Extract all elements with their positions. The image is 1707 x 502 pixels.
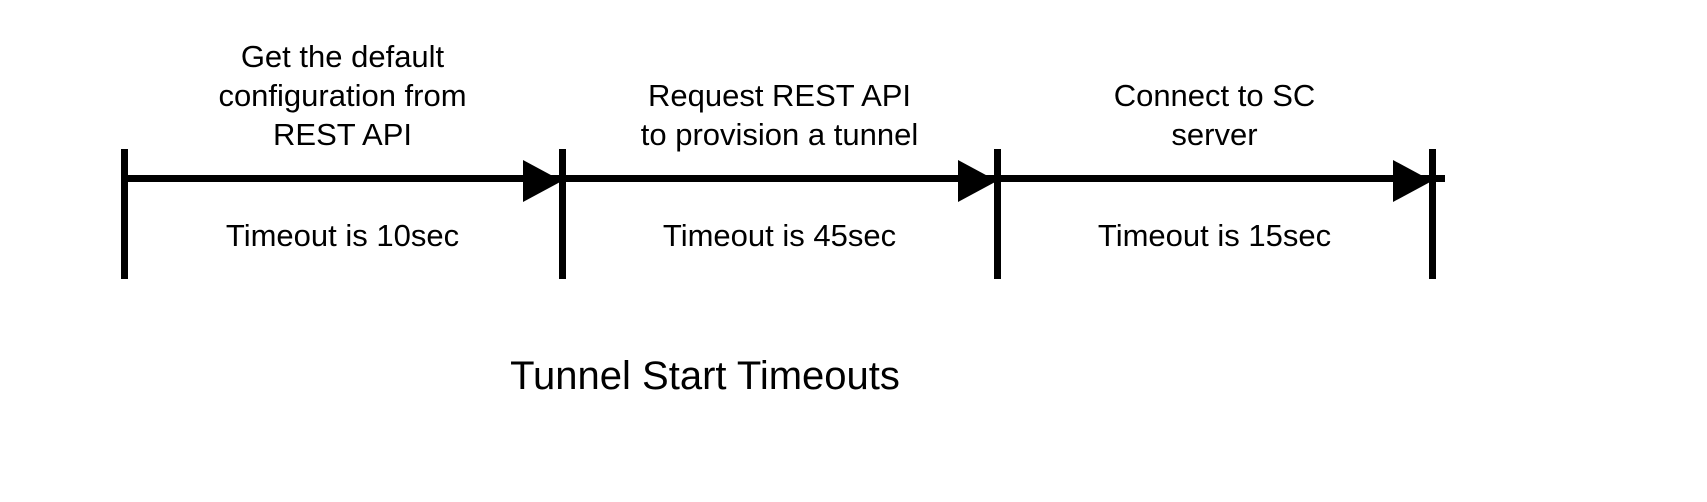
arrowhead-segment-2 xyxy=(958,160,997,202)
segment-step-label-3: Connect to SC server xyxy=(1113,78,1316,152)
segment-timeout-label-2: Timeout is 45sec xyxy=(662,218,897,253)
timeline-tick-start xyxy=(121,149,128,279)
timeline-tick-divider-2 xyxy=(994,149,1001,279)
segment-step-label-2: Request REST API to provision a tunnel xyxy=(640,78,919,152)
timeline-axis-segment-2 xyxy=(562,175,1010,182)
timeline-axis-segment-1 xyxy=(123,175,575,182)
timeline-tick-divider-1 xyxy=(559,149,566,279)
arrowhead-segment-1 xyxy=(523,160,562,202)
diagram-title: Tunnel Start Timeouts xyxy=(510,354,900,398)
timeline-axis-segment-3 xyxy=(997,175,1445,182)
segment-timeout-label-1: Timeout is 10sec xyxy=(225,218,460,253)
arrowhead-segment-3 xyxy=(1393,160,1432,202)
segment-timeout-label-3: Timeout is 15sec xyxy=(1097,218,1332,253)
segment-step-label-1: Get the default configuration from REST … xyxy=(218,39,467,152)
timeline-tick-end xyxy=(1429,149,1436,279)
